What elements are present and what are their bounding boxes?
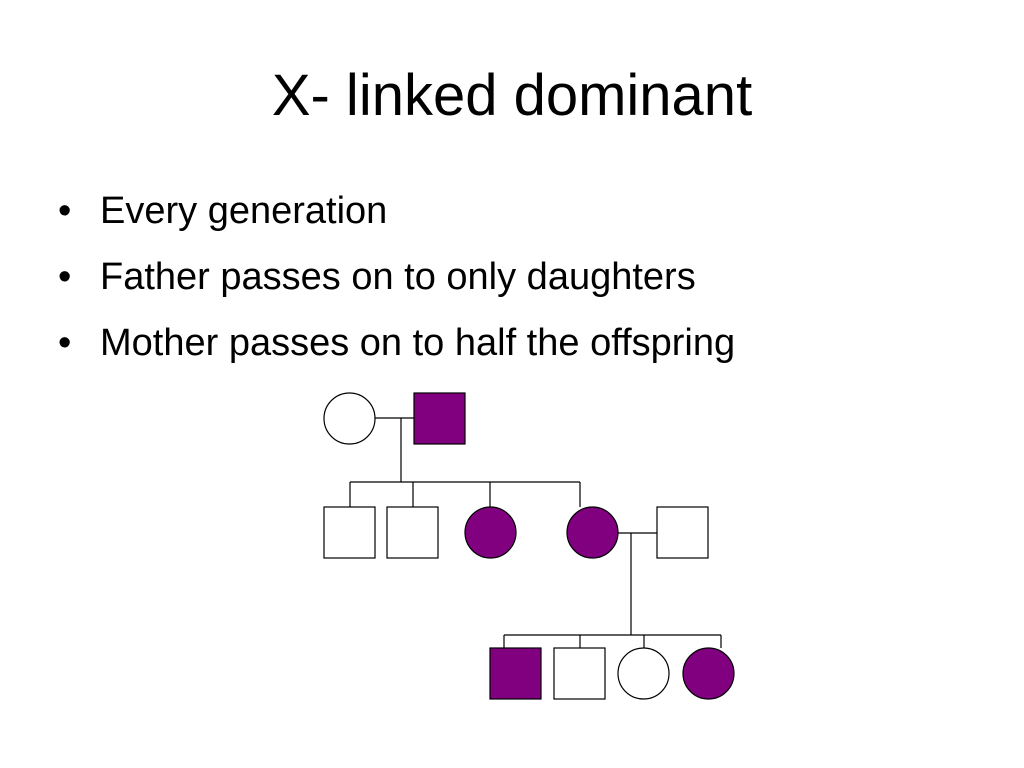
bullet-text: Every generation xyxy=(100,190,388,232)
unaffected-female-icon xyxy=(323,392,376,445)
unaffected-male-icon xyxy=(323,506,376,559)
bullet-item: • Every generation xyxy=(56,188,735,234)
bullet-text: Mother passes on to half the offspring xyxy=(100,322,736,364)
unaffected-male-icon xyxy=(386,506,439,559)
bullet-icon: • xyxy=(58,190,72,232)
bullet-item: • Father passes on to only daughters xyxy=(56,254,735,300)
bullet-list: • Every generation • Father passes on to… xyxy=(56,188,735,386)
affected-female-icon xyxy=(566,506,619,559)
slide-title: X- linked dominant xyxy=(271,63,753,128)
affected-female-icon xyxy=(682,647,735,700)
bullet-icon: • xyxy=(58,322,72,364)
unaffected-female-icon xyxy=(617,647,670,700)
unaffected-male-icon xyxy=(553,647,606,700)
bullet-item: • Mother passes on to half the offspring xyxy=(56,320,735,366)
bullet-icon: • xyxy=(58,256,72,298)
affected-female-icon xyxy=(464,506,517,559)
affected-male-icon xyxy=(489,647,542,700)
bullet-text: Father passes on to only daughters xyxy=(100,256,696,298)
unaffected-male-icon xyxy=(656,506,709,559)
affected-male-icon xyxy=(413,392,466,445)
